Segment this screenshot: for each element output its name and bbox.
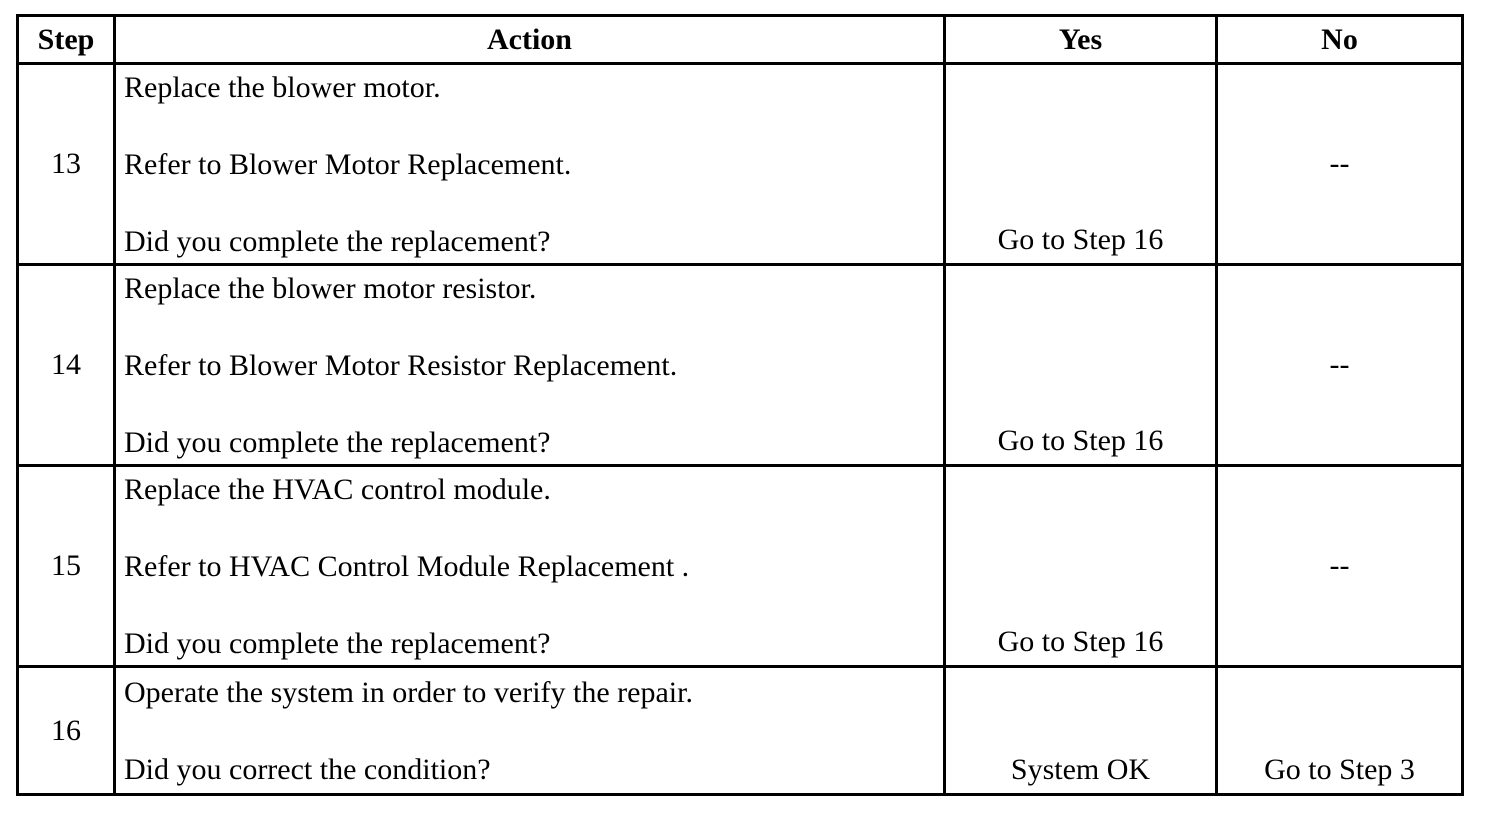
yes-result: Go to Step 16 [997,625,1164,658]
no-cell: Go to Step 3 [1218,668,1461,793]
step-number: 14 [19,266,116,467]
action-cell: Replace the blower motor resistor. Refer… [116,266,946,467]
yes-cell: Go to Step 16 [946,65,1218,266]
action-cell: Replace the blower motor. Refer to Blowe… [116,65,946,266]
action-line: Operate the system in order to verify th… [124,676,693,709]
action-line: Replace the blower motor. [124,71,441,104]
yes-cell: Go to Step 16 [946,467,1218,668]
action-line: Did you complete the replacement? [124,627,551,660]
no-cell: -- [1218,467,1461,668]
action-cell: Operate the system in order to verify th… [116,668,946,793]
no-result: -- [1329,147,1350,180]
yes-result: Go to Step 16 [997,424,1164,457]
action-line: Replace the HVAC control module. [124,473,551,506]
no-cell: -- [1218,65,1461,266]
no-result: Go to Step 3 [1264,753,1415,786]
header-action: Action [116,17,946,65]
action-line: Did you complete the replacement? [124,225,551,258]
diagnostic-table: Step Action Yes No 13 Replace the blower… [16,14,1464,796]
action-line: Replace the blower motor resistor. [124,272,537,305]
step-number: 15 [19,467,116,668]
action-cell: Replace the HVAC control module. Refer t… [116,467,946,668]
no-result: -- [1329,348,1350,381]
header-step: Step [19,17,116,65]
action-line: Refer to HVAC Control Module Replacement… [124,550,690,583]
header-no: No [1218,17,1461,65]
action-line: Refer to Blower Motor Replacement. [124,148,572,181]
no-cell: -- [1218,266,1461,467]
header-yes: Yes [946,17,1218,65]
no-result: -- [1329,549,1350,582]
step-number: 13 [19,65,116,266]
step-number: 16 [19,668,116,793]
yes-result: System OK [1010,753,1151,786]
yes-result: Go to Step 16 [997,223,1164,256]
action-line: Refer to Blower Motor Resistor Replaceme… [124,349,678,382]
yes-cell: System OK [946,668,1218,793]
action-line: Did you correct the condition? [124,753,491,786]
yes-cell: Go to Step 16 [946,266,1218,467]
action-line: Did you complete the replacement? [124,426,551,459]
